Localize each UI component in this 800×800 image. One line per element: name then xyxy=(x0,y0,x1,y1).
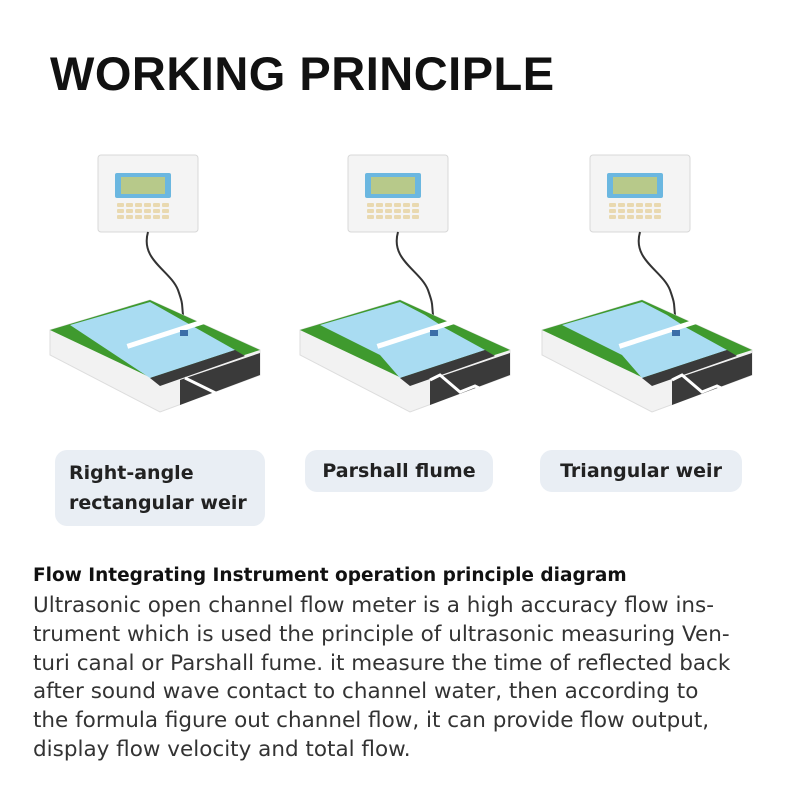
description-title: Flow Integrating Instrument operation pr… xyxy=(33,565,627,586)
flow-meter-icon xyxy=(589,154,691,233)
label-triangular-weir: Triangular weir xyxy=(540,450,742,492)
diagram-parshall-flume xyxy=(280,150,530,420)
flow-meter-icon xyxy=(97,154,199,233)
open-channel-icon xyxy=(541,299,753,413)
sensor-cable xyxy=(637,231,678,329)
flow-meter-icon xyxy=(347,154,449,233)
diagram-rectangular-weir xyxy=(30,150,280,423)
sensor-cable xyxy=(145,231,186,329)
page-heading: WORKING PRINCIPLE xyxy=(50,47,555,100)
open-channel-icon xyxy=(49,299,261,423)
label-rectangular-weir: Right-angle rectangular weir xyxy=(55,450,265,526)
description-body: Ultrasonic open channel flow meter is a … xyxy=(33,593,731,762)
diagram-triangular-weir xyxy=(522,150,772,420)
open-channel-icon xyxy=(299,299,511,413)
sensor-cable xyxy=(395,231,436,329)
label-parshall-flume: Parshall flume xyxy=(305,450,493,492)
